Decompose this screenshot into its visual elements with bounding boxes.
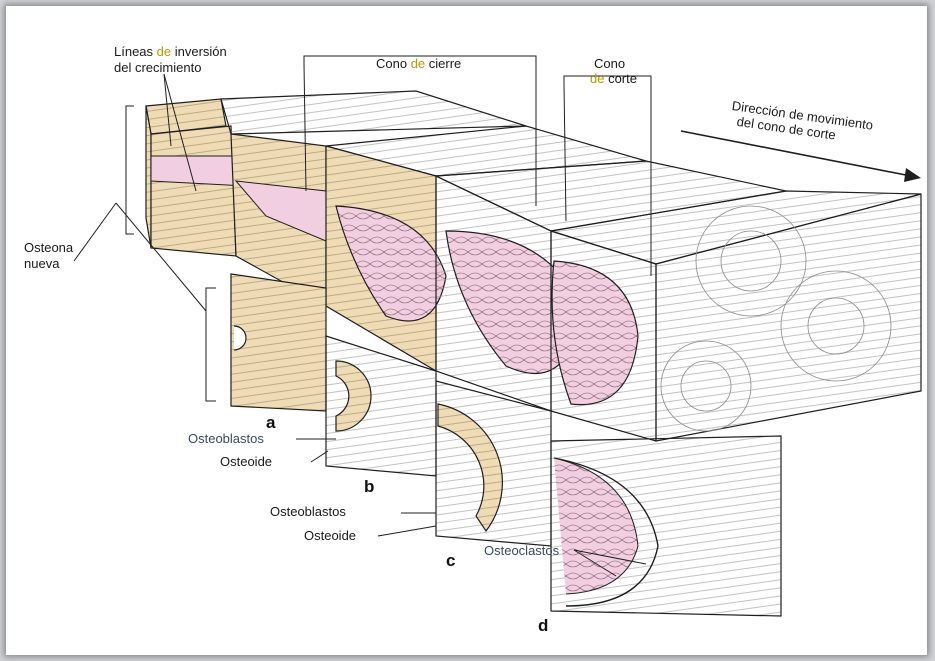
letter-a: a — [266, 413, 276, 432]
label-osteoide-c: Osteoide — [304, 528, 356, 543]
letter-b: b — [364, 477, 374, 496]
letter-d: d — [538, 616, 548, 635]
slice-c — [436, 381, 551, 546]
label-de-corte: de corte — [590, 71, 637, 86]
label-nueva: nueva — [24, 256, 60, 271]
label-osteoblastos-b: Osteoblastos — [188, 431, 264, 446]
letter-c: c — [446, 551, 455, 570]
label-lineas-inversion: Líneas de inversión — [114, 44, 227, 59]
label-cono-cierre: Cono de cierre — [376, 56, 461, 71]
label-del-crecimiento: del crecimiento — [114, 60, 201, 75]
bone-remodeling-diagram: Líneas de inversión del crecimiento Cono… — [6, 6, 927, 655]
label-cono: Cono — [594, 56, 625, 71]
label-osteoblastos-c: Osteoblastos — [270, 504, 346, 519]
label-osteoclastos: Osteoclastos — [484, 543, 560, 558]
slice-a — [231, 274, 326, 411]
block-front — [551, 191, 921, 441]
diagram-frame: Líneas de inversión del crecimiento Cono… — [6, 6, 927, 655]
label-osteona: Osteona — [24, 240, 74, 255]
direction-arrow — [681, 131, 921, 182]
label-osteoide-b: Osteoide — [220, 454, 272, 469]
slice-d — [551, 436, 781, 616]
